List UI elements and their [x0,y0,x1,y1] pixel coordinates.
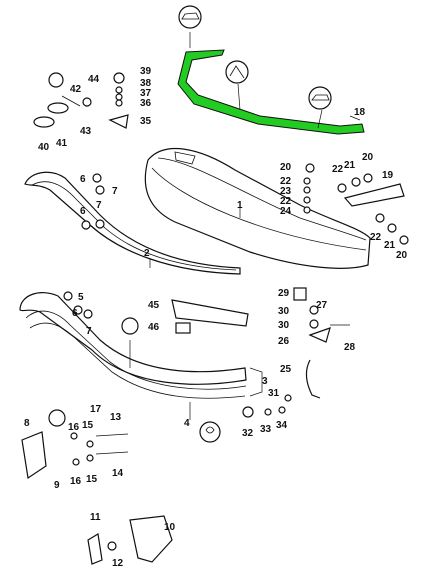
callout-33: 33 [260,424,272,435]
callout-5: 5 [78,292,84,303]
callout-16: 16 [70,476,82,487]
callout-18: 18 [354,107,366,118]
callout-6: 6 [80,206,86,217]
callout-22: 22 [280,176,292,187]
callout-7: 7 [112,186,118,197]
car-front-icon [178,5,202,29]
callout-13: 13 [110,412,122,423]
callout-20: 20 [362,152,374,163]
seal-symbol-icon [121,317,139,335]
callout-38: 38 [140,78,152,89]
callout-9: 9 [54,480,60,491]
callout-22: 22 [370,232,382,243]
callout-34: 34 [276,420,288,431]
callout-43: 43 [80,126,92,137]
part-2-rubber-strip [24,171,241,275]
seal-symbol-icon [199,421,221,443]
callout-12: 12 [112,558,124,569]
callout-35: 35 [140,116,152,127]
callout-36: 36 [140,98,152,109]
callout-10: 10 [164,522,176,533]
callout-22: 22 [332,164,344,175]
callout-25: 25 [280,364,292,375]
callout-27: 27 [316,300,328,311]
callout-44: 44 [88,74,100,85]
part-19-bracket [343,183,405,207]
callout-32: 32 [242,428,254,439]
callout-labels: 18 1 2 3 4 5 6 6 6 7 7 7 8 9 10 11 12 13… [24,66,408,569]
callout-30: 30 [278,320,290,331]
callout-2: 2 [144,248,150,259]
callout-21: 21 [344,160,356,171]
callout-7: 7 [86,326,92,337]
callout-20: 20 [396,250,408,261]
callout-4: 4 [184,418,190,429]
callout-17: 17 [90,404,102,415]
callout-26: 26 [278,336,290,347]
callout-29: 29 [278,288,290,299]
part-46-clip [175,322,191,334]
callout-22: 22 [280,196,292,207]
hardware-group [21,72,409,565]
part-3-bumper-strip [19,292,247,399]
part-45-bracket [171,299,249,327]
part-1-bumper-shell [144,148,371,269]
callout-42: 42 [70,84,82,95]
callout-20: 20 [280,162,292,173]
callout-8: 8 [24,418,30,429]
callout-14: 14 [112,468,124,479]
callout-3: 3 [262,376,268,387]
part-18-seal-strip [177,49,365,135]
callout-31: 31 [268,388,280,399]
callout-7: 7 [96,200,102,211]
callout-15: 15 [82,420,94,431]
callout-15: 15 [86,474,98,485]
callout-21: 21 [384,240,396,251]
callout-39: 39 [140,66,152,77]
callout-16: 16 [68,422,80,433]
callout-6: 6 [72,308,78,319]
callout-24: 24 [280,206,292,217]
callout-11: 11 [90,512,101,523]
car-side-icon [308,86,332,110]
callout-37: 37 [140,88,152,99]
car-side-icon [225,60,249,84]
callout-1: 1 [237,200,243,211]
callout-41: 41 [56,138,68,149]
callout-30: 30 [278,306,290,317]
callout-28: 28 [344,342,356,353]
callout-46: 46 [148,322,160,333]
callout-45: 45 [148,300,160,311]
callout-19: 19 [382,170,394,181]
callout-23: 23 [280,186,292,197]
callout-40: 40 [38,142,50,153]
callout-6: 6 [80,174,86,185]
